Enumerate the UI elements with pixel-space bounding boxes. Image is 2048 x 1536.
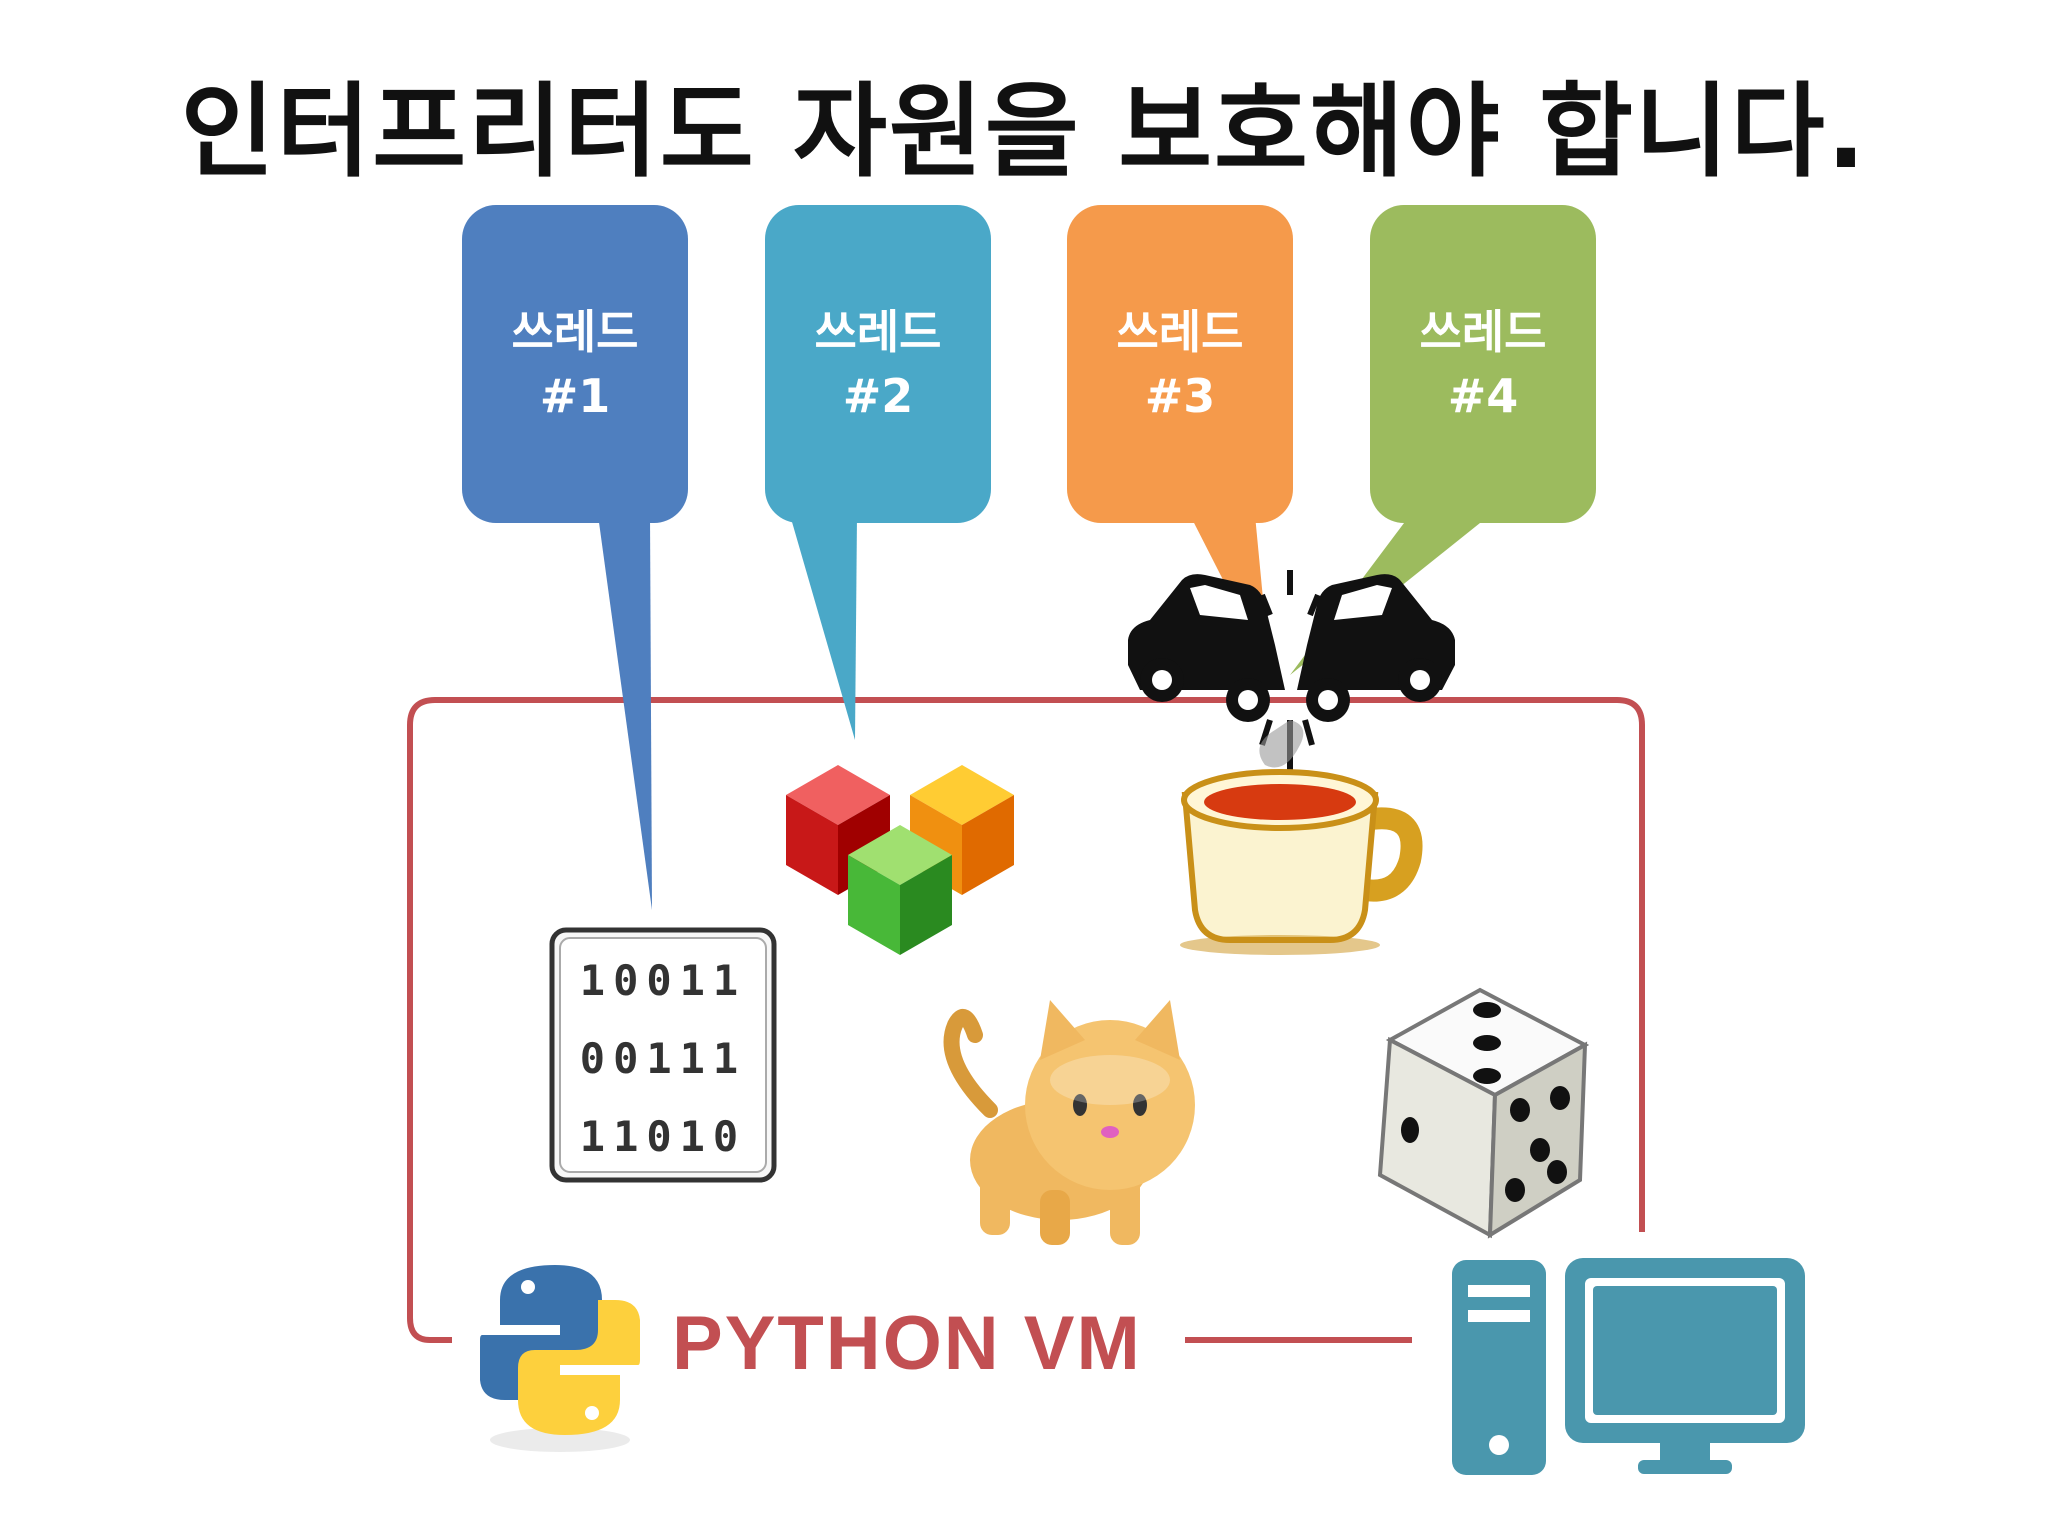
thread-3-bubble: 쓰레드 #3 bbox=[1067, 205, 1293, 523]
thread-4-number: #4 bbox=[1447, 369, 1519, 423]
page-title: 인터프리터도 자원을 보호해야 합니다. bbox=[180, 73, 1868, 192]
thread-2-bubble: 쓰레드 #2 bbox=[765, 205, 991, 523]
vm-frame bbox=[407, 697, 1645, 1343]
thread-3-label: 쓰레드 bbox=[1116, 305, 1244, 359]
thread-2-number: #2 bbox=[842, 369, 914, 423]
computer-icon bbox=[1452, 1258, 1805, 1475]
binary-line-3: 11010 bbox=[580, 1112, 746, 1161]
thread-4-bubble: 쓰레드 #4 bbox=[1370, 205, 1596, 523]
python-vm-label: PYTHON VM bbox=[672, 1301, 1142, 1386]
thread-1-number: #1 bbox=[539, 369, 611, 423]
cat-icon bbox=[943, 1000, 1195, 1245]
car-crash-icon bbox=[1128, 570, 1455, 790]
binary-data-icon: 10011 00111 11010 bbox=[549, 927, 777, 1183]
dice-icon bbox=[1377, 987, 1590, 1239]
binary-line-2: 00111 bbox=[580, 1034, 746, 1083]
tea-cup-icon bbox=[1180, 769, 1423, 955]
thread-3-number: #3 bbox=[1144, 369, 1216, 423]
blocks-icon bbox=[786, 765, 1014, 955]
thread-1-tail bbox=[598, 515, 652, 910]
thread-2-tail bbox=[790, 515, 857, 740]
binary-line-1: 10011 bbox=[580, 956, 746, 1005]
thread-1-bubble: 쓰레드 #1 bbox=[462, 205, 688, 523]
python-logo-icon bbox=[480, 1265, 640, 1452]
thread-2-label: 쓰레드 bbox=[814, 305, 942, 359]
thread-1-label: 쓰레드 bbox=[511, 305, 639, 359]
thread-4-label: 쓰레드 bbox=[1419, 305, 1547, 359]
